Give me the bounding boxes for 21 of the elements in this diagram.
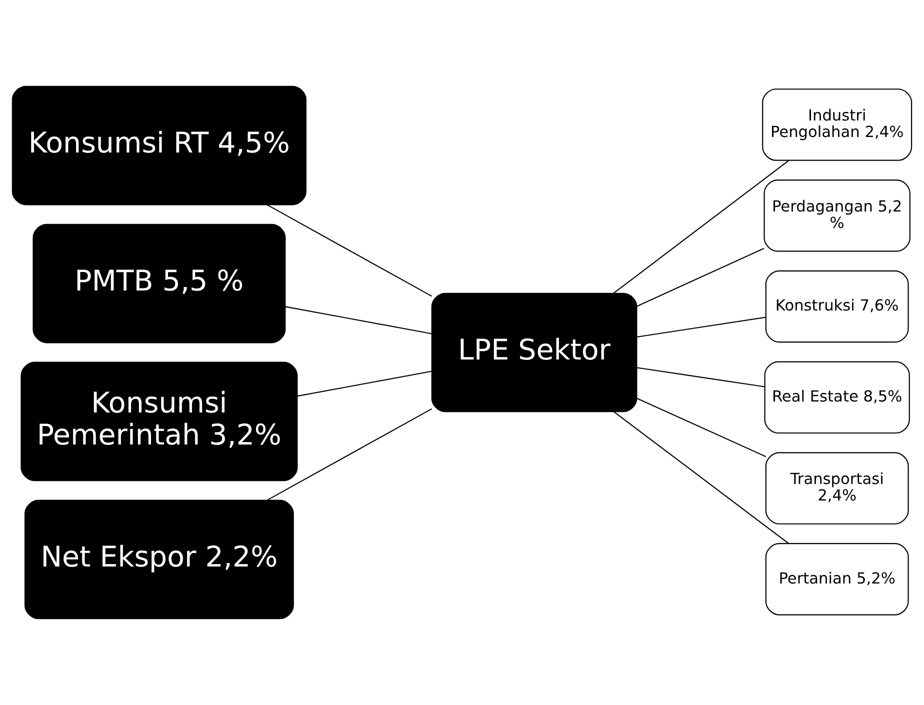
connector xyxy=(285,306,432,334)
connector xyxy=(636,398,766,458)
connector xyxy=(266,408,432,501)
connector xyxy=(636,316,766,338)
node-box: Real Estate 8,5% xyxy=(764,361,910,434)
connector xyxy=(613,160,789,294)
node-box: PMTB 5,5 % xyxy=(32,224,286,344)
connector xyxy=(266,204,432,297)
node-box: Industri Pengolahan 2,4% xyxy=(762,88,912,161)
node-box: Transportasi 2,4% xyxy=(765,452,909,524)
connector xyxy=(297,370,432,397)
connector xyxy=(614,411,790,544)
connector xyxy=(636,248,764,307)
node-box: Pertanian 5,2% xyxy=(765,543,909,616)
connector xyxy=(636,367,765,388)
node-box: Perdagangan 5,2 % xyxy=(764,179,910,252)
node-box: Konstruksi 7,6% xyxy=(765,270,909,343)
node-box: Konsumsi Pemerintah 3,2% xyxy=(20,362,298,482)
node-box: Konsumsi RT 4,5% xyxy=(12,86,306,206)
node-box: Net Ekspor 2,2% xyxy=(24,500,294,620)
node-box: LPE Sektor xyxy=(431,292,638,412)
